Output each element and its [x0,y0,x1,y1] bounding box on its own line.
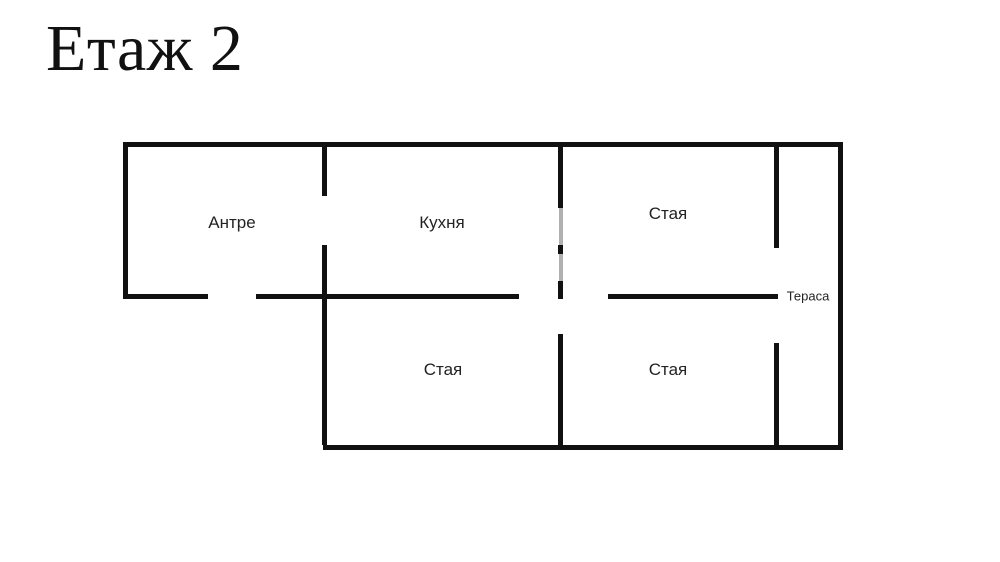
page-title: Етаж 2 [46,12,244,85]
outer-top-wall [123,142,843,147]
antre-bottom-wall [123,294,208,299]
antre-kitchen-wall-lower [322,245,327,445]
room-label-staya_bl: Стая [423,360,463,379]
room-label-kuhnya: Кухня [419,213,465,232]
outer-bottom-wall [323,445,843,450]
antre-kitchen-wall-upper [322,142,327,196]
kitchen-room-wall-upper [558,142,563,200]
room-terrace-wall-upper [774,142,779,248]
terrace-divider-wall [608,294,778,299]
room-label-staya_tr: Стая [648,204,688,223]
room-label-staya_br: Стая [648,360,688,379]
lower-rooms-divider-wall [558,334,563,450]
kitchen-bottom-wall [323,294,519,299]
kitchen-room-wall-mark-a [558,200,563,208]
room-label-terasa: Тераса [786,288,830,304]
kitchen-room-wall-mark-c [558,281,563,299]
kitchen-room-wall-mark-b [558,245,563,254]
room-label-antre: Антре [208,213,256,232]
hall-bottom-wall-segment [256,294,328,299]
outer-left-wall [123,142,128,299]
outer-right-wall [838,142,843,450]
room-terrace-wall-lower [774,343,779,450]
